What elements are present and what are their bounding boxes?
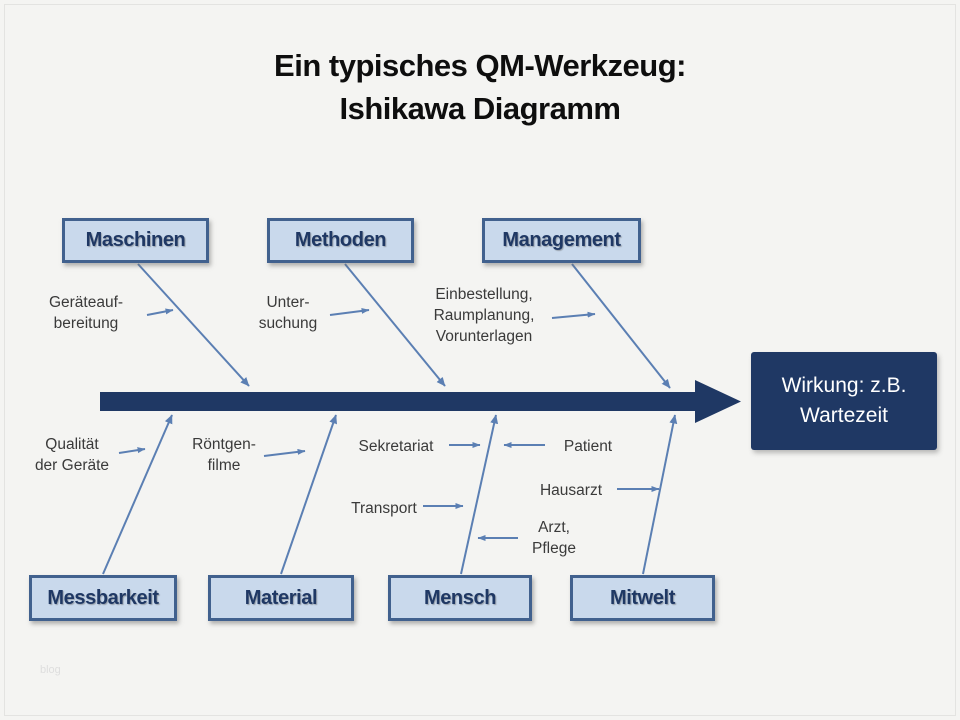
category-box-mitwelt: Mitwelt [570, 575, 715, 621]
category-box-management: Management [482, 218, 641, 263]
category-label-maschinen: Maschinen [85, 229, 186, 251]
cause-label-patient: Patient [563, 438, 613, 455]
category-label-messbarkeit: Messbarkeit [47, 586, 159, 609]
cause-label-transport: Transport [351, 500, 417, 517]
cause-arrow-qualitaet-icon [118, 447, 146, 454]
cause-label-arzt-pflege: Arzt, Pflege [532, 519, 576, 557]
branch-line-maschinen [137, 263, 250, 387]
cause-label-hausarzt: Hausarzt [539, 482, 603, 499]
cause-label-qualitaet-der-geraete: Qualität der Geräte [34, 436, 110, 474]
category-box-mensch: Mensch [388, 575, 532, 621]
cause-label-roentgenfilme: Röntgen- filme [192, 436, 256, 474]
branch-line-mitwelt [642, 414, 678, 575]
category-box-maschinen: Maschinen [62, 218, 209, 263]
category-box-methoden: Methoden [267, 218, 414, 263]
cause-arrow-einbestellung-icon [551, 311, 596, 319]
category-label-material: Material [244, 586, 318, 609]
spine-bar [100, 392, 696, 411]
effect-box: Wirkung: z.B. Wartezeit [751, 352, 937, 450]
category-box-messbarkeit: Messbarkeit [29, 575, 177, 621]
category-label-management: Management [502, 229, 621, 251]
branch-line-management [571, 263, 671, 389]
cause-label-untersuchung: Unter- suchung [258, 294, 318, 332]
branch-line-material [280, 414, 338, 575]
branch-line-methoden [344, 263, 446, 387]
watermark: blog [40, 664, 61, 676]
cause-arrow-roentgenfilme-icon [263, 448, 306, 457]
category-label-mensch: Mensch [423, 586, 497, 609]
page-title: Ein typisches QM-Werkzeug: Ishikawa Diag… [274, 48, 686, 126]
cause-arrow-geraeteaufbereitung-icon [146, 308, 174, 316]
cause-label-sekretariat: Sekretariat [358, 438, 434, 455]
branch-line-mensch [460, 414, 499, 575]
cause-label-geraeteaufbereitung: Geräteauf- bereitung [48, 294, 124, 332]
category-box-material: Material [208, 575, 354, 621]
cause-label-einbestellung: Einbestellung, Raumplanung, Vorunterlage… [433, 286, 535, 345]
cause-arrow-untersuchung-icon [329, 307, 370, 316]
branch-line-messbarkeit [102, 414, 173, 575]
category-label-methoden: Methoden [294, 229, 387, 251]
category-label-mitwelt: Mitwelt [610, 586, 675, 609]
spine-arrowhead-icon [695, 380, 741, 423]
